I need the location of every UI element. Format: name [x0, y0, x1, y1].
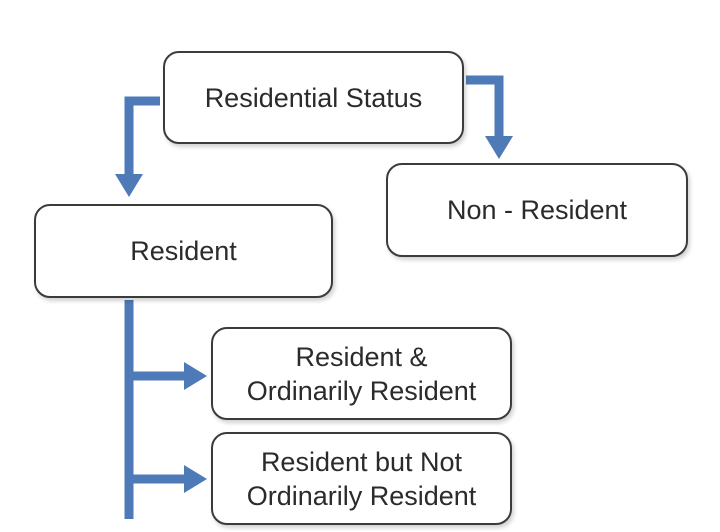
resident-not-ordinarily-resident-box: Resident but Not Ordinarily Resident [211, 432, 512, 525]
resident-label: Resident [130, 236, 237, 266]
ror-label: Resident & Ordinarily Resident [247, 340, 477, 408]
resident-box: Resident [34, 204, 333, 298]
non-resident-label: Non - Resident [446, 195, 628, 225]
resident-ordinarily-resident-box: Resident & Ordinarily Resident [211, 327, 512, 420]
residential-status-label: Residential Status [204, 82, 423, 113]
arrowhead-resident-to-ror [184, 362, 207, 390]
non-resident-box: Non - Resident [386, 163, 688, 257]
arrowhead-resident-to-rnor [184, 465, 207, 493]
arrow-root-to-resident [124, 96, 160, 176]
ror-label-line2: Ordinarily Resident [246, 375, 477, 406]
rnor-label: Resident but Not Ordinarily Resident [247, 445, 477, 513]
arrowhead-root-to-nonresident [485, 136, 513, 159]
ror-label-line1: Resident & [295, 341, 428, 372]
arrowhead-root-to-resident [115, 174, 143, 197]
rnor-label-line2: Ordinarily Resident [246, 480, 477, 511]
residential-status-box: Residential Status [163, 51, 464, 144]
rnor-label-line1: Resident but Not [260, 446, 463, 477]
arrow-root-to-nonresident [466, 75, 504, 138]
